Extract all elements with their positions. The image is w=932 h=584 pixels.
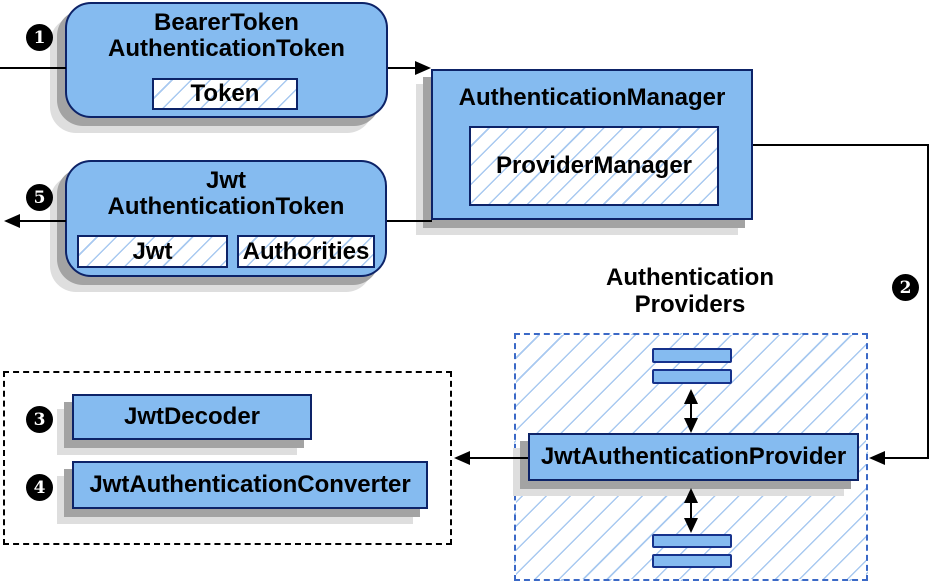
bearer-title-line1: BearerToken: [154, 9, 299, 36]
chip-label: Authorities: [242, 237, 370, 265]
auth-manager-node: AuthenticationManager ProviderManager: [431, 69, 753, 220]
jwt-chip: Jwt: [77, 235, 228, 268]
providers-group-label: Authentication Providers: [540, 264, 840, 318]
inner-box-label: ProviderManager: [495, 152, 693, 179]
step-5-badge: 5: [26, 184, 53, 211]
provider-bar: [652, 534, 732, 548]
chip-label: Jwt: [132, 237, 173, 265]
left-arrowhead-icon: [4, 214, 20, 228]
bearer-title-line2: AuthenticationToken: [108, 35, 345, 62]
authentication-providers-group: JwtAuthenticationProvider: [514, 333, 868, 581]
node-title: JwtAuthenticationProvider: [540, 443, 847, 470]
providers-label-line2: Providers: [634, 291, 746, 318]
node-title: JwtDecoder: [123, 403, 261, 430]
jwt-auth-token-node: Jwt AuthenticationToken Jwt Authorities: [65, 160, 387, 277]
jwt-decoder-node: JwtDecoder: [72, 394, 312, 440]
left-arrowhead-icon: [454, 451, 470, 465]
jwt-title-line2: AuthenticationToken: [107, 193, 345, 220]
bearer-token-node: BearerToken AuthenticationToken Token: [65, 2, 388, 118]
jwt-title-line1: Jwt: [205, 167, 246, 194]
jwt-auth-converter-node: JwtAuthenticationConverter: [72, 461, 428, 509]
step-4-badge: 4: [26, 474, 53, 501]
provider-bar: [652, 348, 732, 363]
token-chip: Token: [152, 78, 298, 110]
node-title: AuthenticationManager: [458, 84, 726, 111]
provider-bar: [652, 554, 732, 568]
jwt-auth-provider-node: JwtAuthenticationProvider: [528, 433, 859, 481]
provider-manager-box: ProviderManager: [469, 126, 719, 206]
right-arrowhead-icon: [415, 61, 431, 75]
step-2-badge: 2: [892, 274, 919, 301]
chip-label: Token: [190, 80, 260, 107]
decoder-converter-group: JwtDecoder JwtAuthenticationConverter: [3, 371, 452, 545]
authorities-chip: Authorities: [237, 235, 375, 268]
node-title: Jwt AuthenticationToken: [67, 168, 385, 220]
node-title: BearerToken AuthenticationToken: [67, 10, 386, 62]
step-3-badge: 3: [26, 406, 53, 433]
left-arrowhead-icon: [869, 451, 885, 465]
node-title: JwtAuthenticationConverter: [89, 471, 411, 498]
provider-bar: [652, 369, 732, 384]
step-1-badge: 1: [26, 24, 53, 51]
providers-label-line1: Authentication: [606, 264, 774, 291]
